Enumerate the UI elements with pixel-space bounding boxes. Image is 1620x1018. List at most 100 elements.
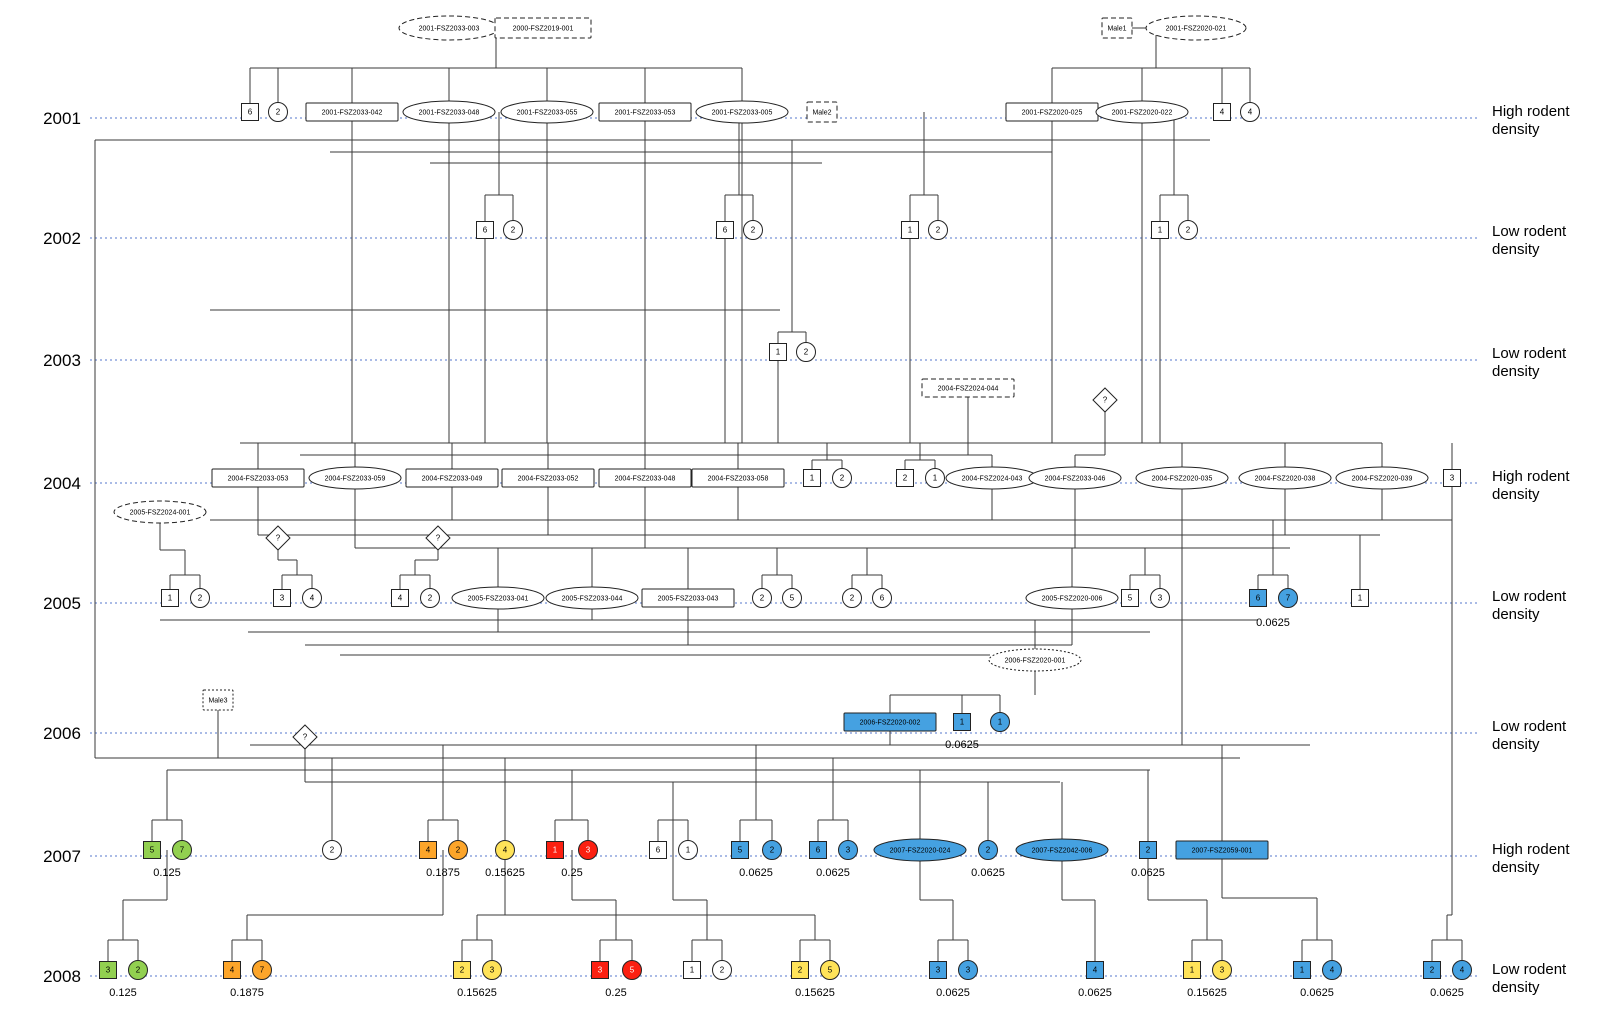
male-node-2-1148: 2	[1139, 841, 1157, 859]
node-label: 2	[456, 846, 461, 855]
female-node-3-1160: 3	[1150, 588, 1170, 608]
female-node-2-332: 2	[322, 840, 342, 860]
inbreeding-coefficient: 0.0625	[1131, 867, 1165, 879]
male-node-1-1160: 1	[1151, 221, 1169, 239]
male-node-6-658: 6	[649, 841, 667, 859]
male-node-2-462: 2	[453, 961, 471, 979]
female-label-node-2001-fsz2033-005-742: 2001-FSZ2033-005	[695, 100, 789, 124]
node-label: 2004-FSZ2033-048	[615, 476, 676, 483]
node-label: 2004-FSZ2024-043	[962, 476, 1023, 483]
female-node-1-1000: 1	[990, 712, 1010, 732]
female-node-3-848: 3	[838, 840, 858, 860]
node-label: 2004-FSZ2024-044	[938, 386, 999, 393]
female-node-2-842: 2	[832, 468, 852, 488]
node-label: 2004-FSZ2033-058	[708, 476, 769, 483]
female-node-7-1288: 7	[1278, 588, 1298, 608]
female-label-node-2005-fsz2033-044-592: 2005-FSZ2033-044	[545, 586, 639, 610]
node-label: 7	[180, 846, 185, 855]
node-label: 2	[850, 594, 855, 603]
female-node-2-278: 2	[268, 102, 288, 122]
node-label: 2004-FSZ2020-039	[1352, 476, 1413, 483]
inbreeding-coefficient: 0.0625	[1078, 987, 1112, 999]
female-node-4-312: 4	[302, 588, 322, 608]
unknown-sex-node--278: ?	[265, 525, 291, 551]
male-node-1-555: 1	[546, 841, 564, 859]
coefficient-label-0-0625-1317: 0.0625	[1300, 987, 1334, 999]
male-node-5-1130: 5	[1121, 589, 1139, 607]
male-node-6-818: 6	[809, 841, 827, 859]
node-label: 2	[460, 966, 465, 975]
male-node-6-485: 6	[476, 221, 494, 239]
male-label-node-2000-fsz2019-001-543: 2000-FSZ2019-001	[494, 17, 592, 39]
node-label: 3	[846, 846, 851, 855]
year-label: 2002	[43, 229, 81, 248]
node-label: 1	[998, 718, 1003, 727]
node-label: 7	[260, 966, 265, 975]
node-label: 1	[960, 718, 965, 727]
coefficient-label-0-0625-1148: 0.0625	[1131, 867, 1165, 879]
node-label: 4	[1248, 108, 1253, 117]
female-label-node-2001-fsz2033-003-449: 2001-FSZ2033-003	[398, 15, 500, 41]
female-label-node-2004-fsz2020-038-1285: 2004-FSZ2020-038	[1238, 466, 1332, 490]
female-node-2-513: 2	[503, 220, 523, 240]
female-node-2-200: 2	[190, 588, 210, 608]
node-label: 2	[511, 226, 516, 235]
node-label: 5	[630, 966, 635, 975]
node-label: 3	[280, 594, 285, 603]
node-label: 6	[816, 846, 821, 855]
node-label: 2	[804, 348, 809, 357]
node-label: 2006-FSZ2020-001	[1005, 658, 1066, 665]
node-label: ?	[276, 534, 281, 543]
node-label: 2	[760, 594, 765, 603]
node-label: 1	[810, 474, 815, 483]
coefficient-label-0-0625-988: 0.0625	[971, 867, 1005, 879]
coefficient-label-0-0625-1273: 0.0625	[1256, 617, 1290, 629]
inbreeding-coefficient: 0.15625	[457, 987, 497, 999]
node-label: 4	[1330, 966, 1335, 975]
node-label: 2001-FSZ2020-021	[1166, 26, 1227, 33]
female-node-3-1222: 3	[1212, 960, 1232, 980]
female-node-4-1250: 4	[1240, 102, 1260, 122]
year-label: 2001	[43, 109, 81, 128]
inbreeding-coefficient: 0.0625	[1430, 987, 1464, 999]
male-label-node-2004-fsz2033-048-645: 2004-FSZ2033-048	[598, 468, 692, 488]
node-label: ?	[303, 733, 308, 742]
male-label-node-2001-fsz2033-042-352: 2001-FSZ2033-042	[305, 102, 399, 122]
male-node-4-428: 4	[419, 841, 437, 859]
female-node-2-938: 2	[928, 220, 948, 240]
pedigree-edges	[94, 27, 1463, 970]
node-label: 4	[1220, 108, 1225, 117]
female-label-node-2004-fsz2020-035-1182: 2004-FSZ2020-035	[1135, 466, 1229, 490]
year-label: 2004	[43, 474, 81, 493]
inbreeding-coefficient: 0.15625	[795, 987, 835, 999]
coefficient-label-0-0625-756: 0.0625	[739, 867, 773, 879]
node-label: 5	[828, 966, 833, 975]
node-label: 4	[230, 966, 235, 975]
female-label-node-2001-fsz2033-048-449: 2001-FSZ2033-048	[402, 100, 496, 124]
node-label: 2	[840, 474, 845, 483]
node-label: 2005-FSZ2033-041	[468, 596, 529, 603]
male-node-4-232: 4	[223, 961, 241, 979]
male-node-3-282: 3	[273, 589, 291, 607]
node-label: Male2	[812, 110, 831, 117]
node-label: 2004-FSZ2033-046	[1045, 476, 1106, 483]
inbreeding-coefficient: 0.0625	[945, 739, 979, 751]
node-label: 2	[276, 108, 281, 117]
inbreeding-coefficient: 0.25	[561, 867, 582, 879]
node-label: 2001-FSZ2033-042	[322, 110, 383, 117]
coefficient-label-0-15625-815: 0.15625	[795, 987, 835, 999]
node-label: 2	[136, 966, 141, 975]
node-label: 2004-FSZ2033-052	[518, 476, 579, 483]
female-node-2-852: 2	[842, 588, 862, 608]
inbreeding-coefficient: 0.15625	[485, 867, 525, 879]
female-node-2-430: 2	[420, 588, 440, 608]
female-node-2-806: 2	[796, 342, 816, 362]
female-node-3-492: 3	[482, 960, 502, 980]
